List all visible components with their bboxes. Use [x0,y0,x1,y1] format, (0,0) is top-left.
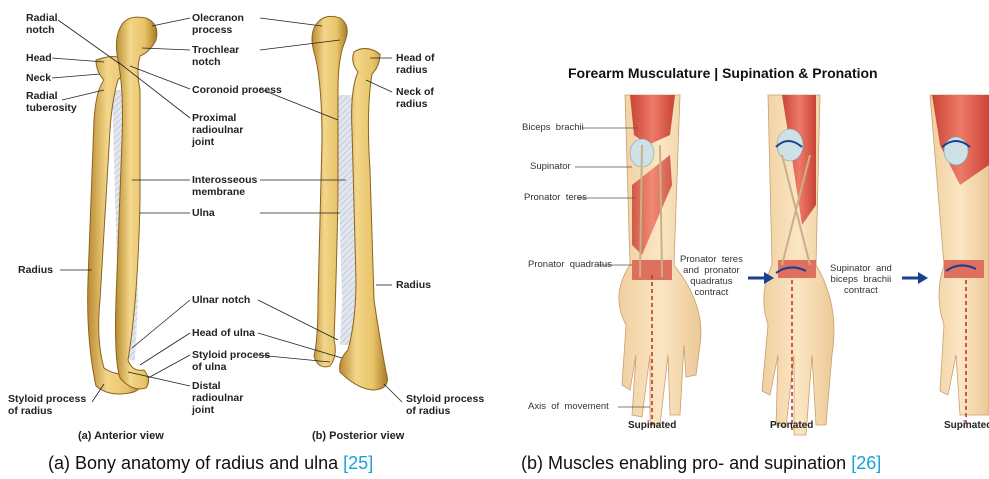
arm-pronated [762,95,834,435]
label-ulnar-notch: Ulnar notch [192,294,250,306]
label-styloid-radius-posterior: Styloid process of radius [406,393,484,417]
label-neck: Neck [26,72,51,84]
label-styloid-radius: Styloid process of radius [8,393,86,417]
label-trochlear: Trochlear notch [192,44,239,68]
label-coronoid: Coronoid process [192,84,282,96]
caption-b: (b) Muscles enabling pro- and supination… [521,452,881,474]
label-neck-of-radius-posterior: Neck of radius [396,86,434,110]
label-radius-posterior: Radius [396,279,431,291]
view-label-posterior: (b) Posterior view [312,430,404,442]
label-supinated: Supinated [628,420,676,431]
label-radius: Radius [18,264,53,276]
bone-figure: Radial notch Head Neck Radial tuberosity… [0,0,470,450]
label-pronator-quadratus: Pronator quadratus [528,259,612,270]
arm-supinated-2 [930,95,989,415]
muscle-figure: Forearm Musculature | Supination & Prona… [520,55,989,445]
label-distal-joint: Distal radioulnar joint [192,380,243,416]
view-label-anterior: (a) Anterior view [78,430,164,442]
caption-a-text: (a) Bony anatomy of radius and ulna [48,453,343,473]
label-head: Head [26,52,52,64]
caption-b-ref[interactable]: [26] [851,453,881,473]
label-ulna: Ulna [192,207,215,219]
label-styloid-ulna: Styloid process of ulna [192,349,270,373]
label-biceps: Biceps brachii [522,122,584,133]
label-interosseous: Interosseous membrane [192,174,257,198]
label-pronator-teres: Pronator teres [524,192,587,203]
muscle-illustration [520,55,989,445]
label-supinated-2: Supinated [944,420,989,431]
caption-a: (a) Bony anatomy of radius and ulna [25] [48,452,373,474]
anterior-view-bones [88,17,157,394]
label-supinator-contract: Supinator and biceps brachii contract [830,263,892,296]
caption-b-text: (b) Muscles enabling pro- and supination [521,453,851,473]
label-head-ulna: Head of ulna [192,327,255,339]
label-radial-tuberosity: Radial tuberosity [26,90,77,114]
label-pronator-contract: Pronator teres and pronator quadratus co… [680,254,743,298]
label-proximal-joint: Proximal radioulnar joint [192,112,243,148]
label-supinator: Supinator [530,161,571,172]
caption-a-ref[interactable]: [25] [343,453,373,473]
muscle-figure-title: Forearm Musculature | Supination & Prona… [568,65,878,81]
label-pronated: Pronated [770,420,813,431]
posterior-view-bones [312,16,387,390]
label-radial-notch: Radial notch [26,12,58,36]
label-axis-of-movement: Axis of movement [528,401,609,412]
label-olecranon: Olecranon process [192,12,244,36]
label-head-of-radius-posterior: Head of radius [396,52,435,76]
